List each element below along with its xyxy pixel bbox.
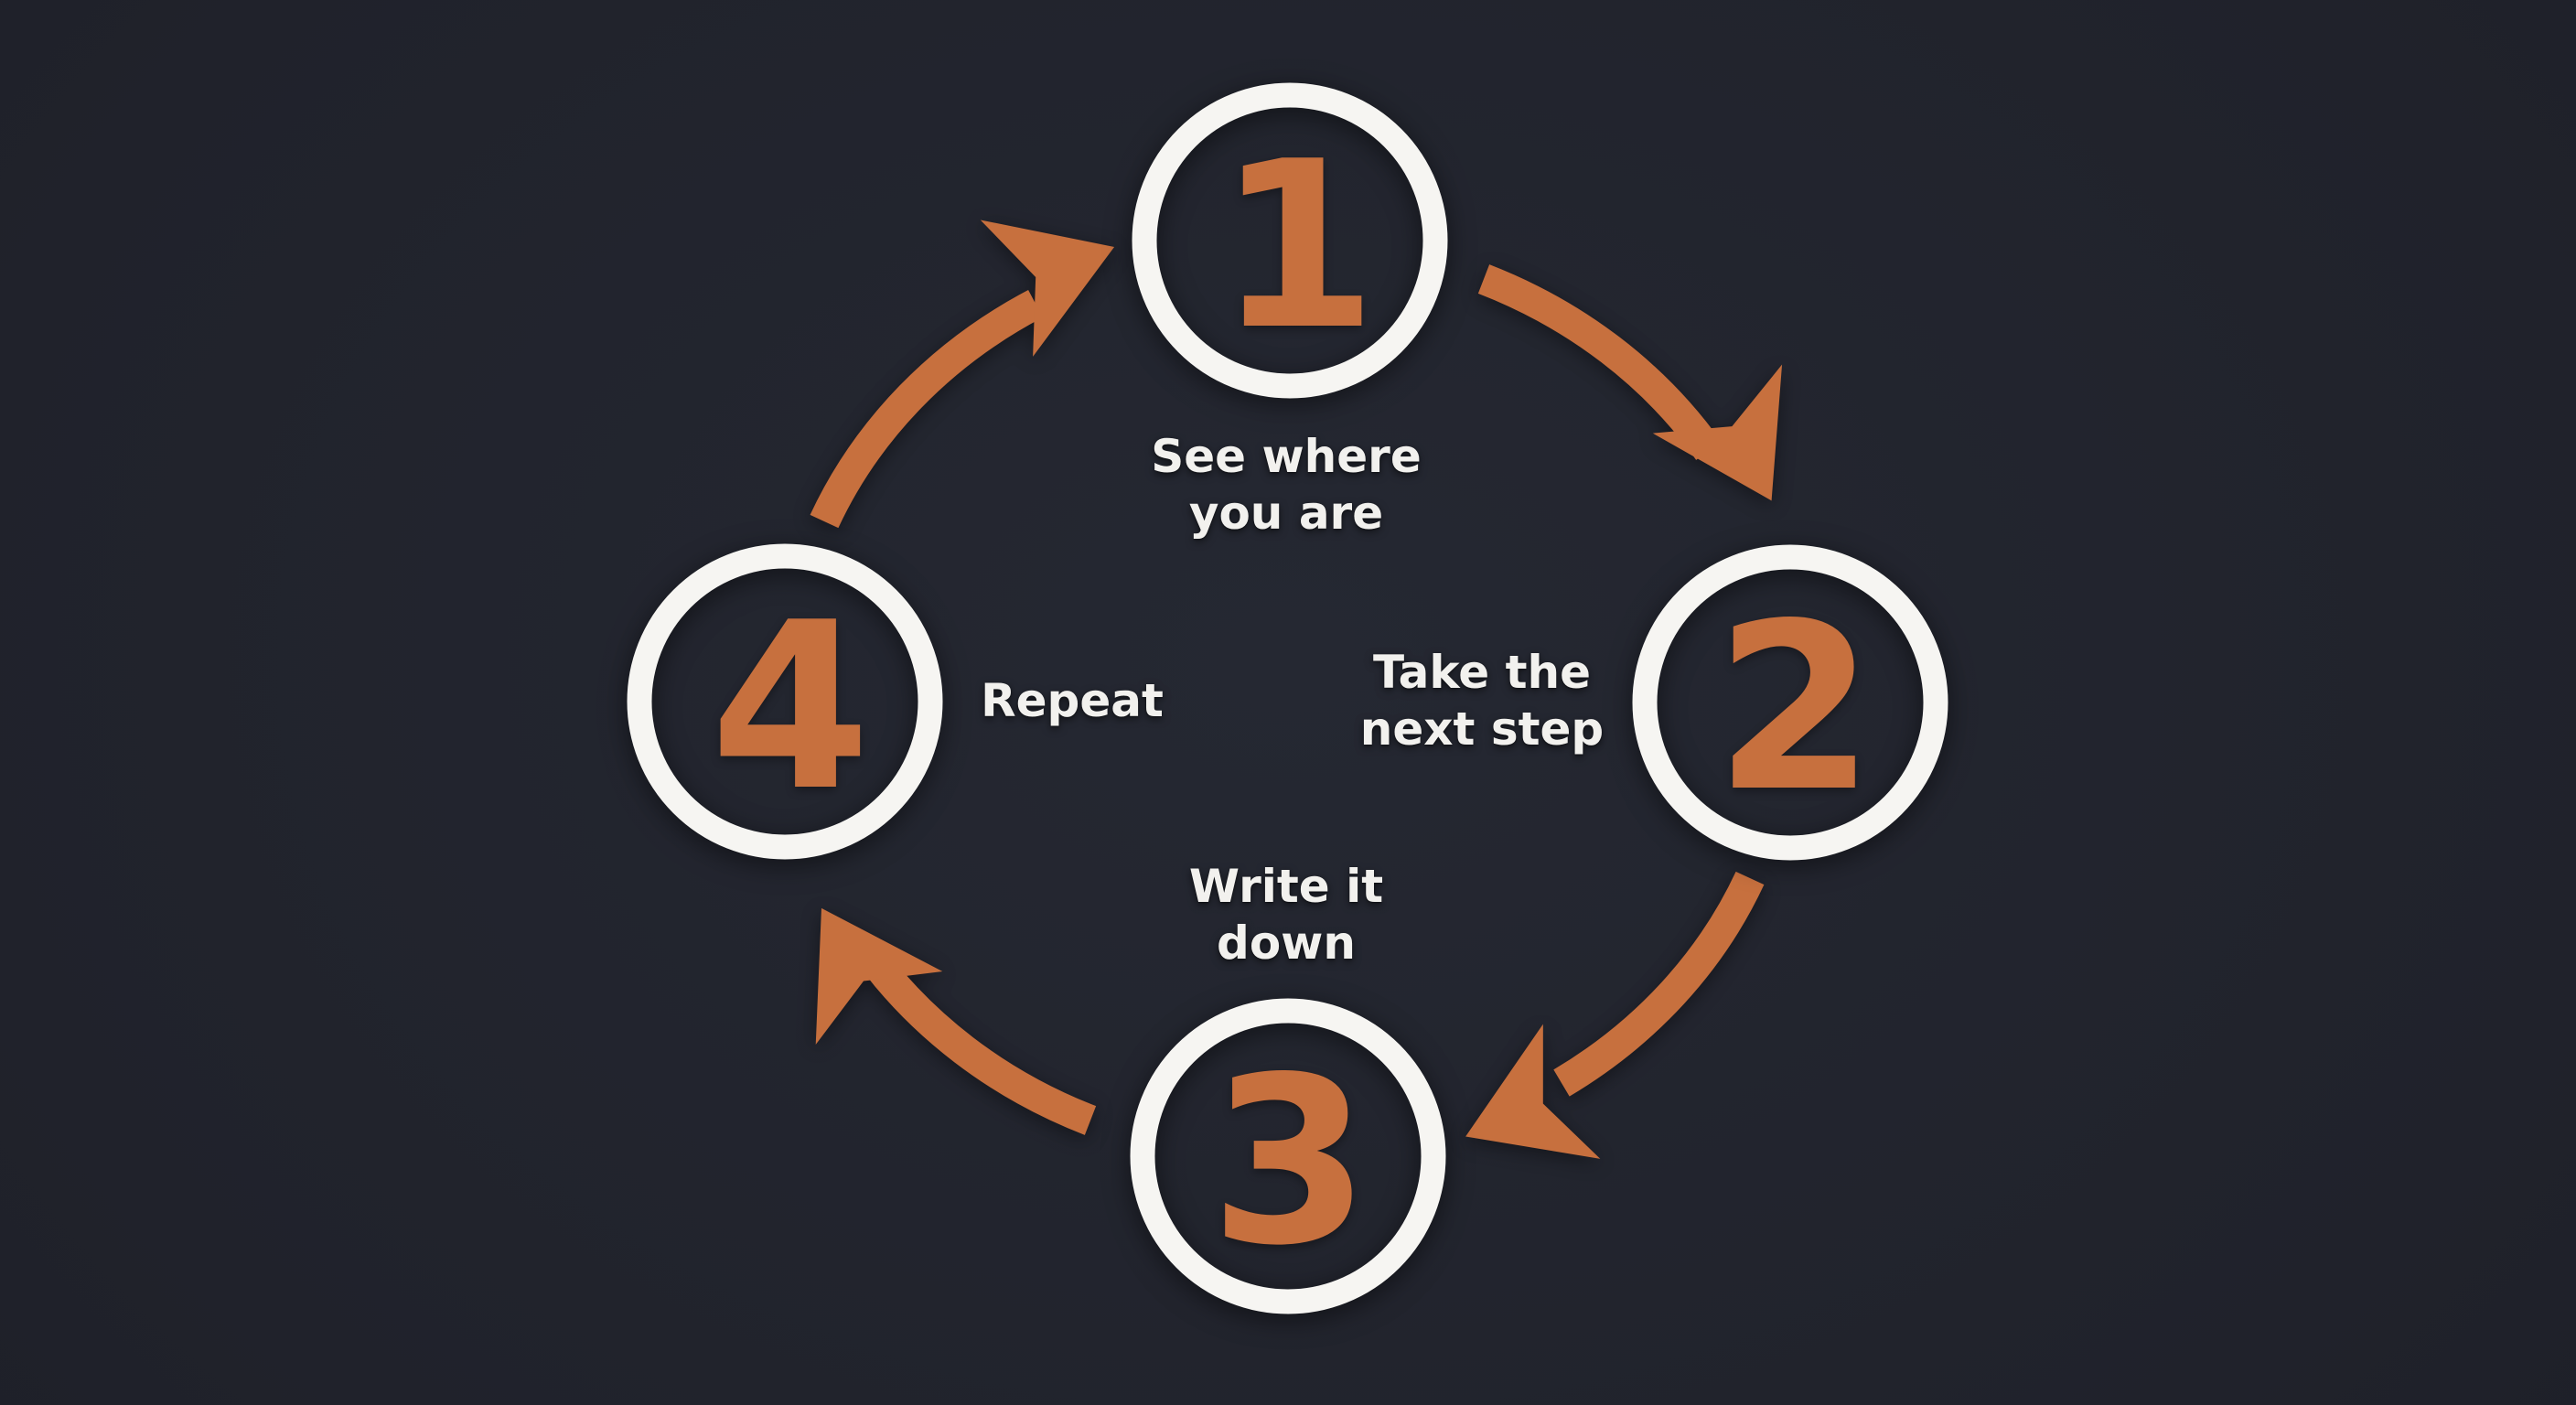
step-4-label: Repeat	[981, 674, 1164, 727]
step-4-number: 4	[710, 574, 870, 842]
step-1-label: See where you are	[1151, 430, 1422, 540]
arrow-arc-4-to-1	[810, 289, 1043, 529]
arrow-arc-1-to-2	[1477, 264, 1722, 460]
step-1-number: 1	[1217, 113, 1377, 381]
step-3-ring	[1130, 998, 1446, 1314]
arrowhead-2-to-3-icon	[1465, 1024, 1601, 1159]
step-2-ring	[1632, 544, 1948, 861]
step-2-label: Take the next step	[1359, 646, 1605, 756]
step-3-label: Write it down	[1188, 860, 1384, 970]
arrowhead-4-to-1-icon	[980, 220, 1115, 357]
cycle-arrows	[810, 220, 1783, 1159]
arrowhead-1-to-2-icon	[1652, 364, 1783, 501]
step-2-number: 2	[1714, 574, 1874, 842]
arrow-arc-2-to-3	[1553, 871, 1765, 1097]
step-3-number: 3	[1209, 1028, 1369, 1296]
step-1-ring	[1132, 82, 1448, 399]
step-rings	[627, 82, 1948, 1314]
step-4-ring	[627, 543, 943, 860]
arrowhead-3-to-4-icon	[815, 907, 943, 1045]
